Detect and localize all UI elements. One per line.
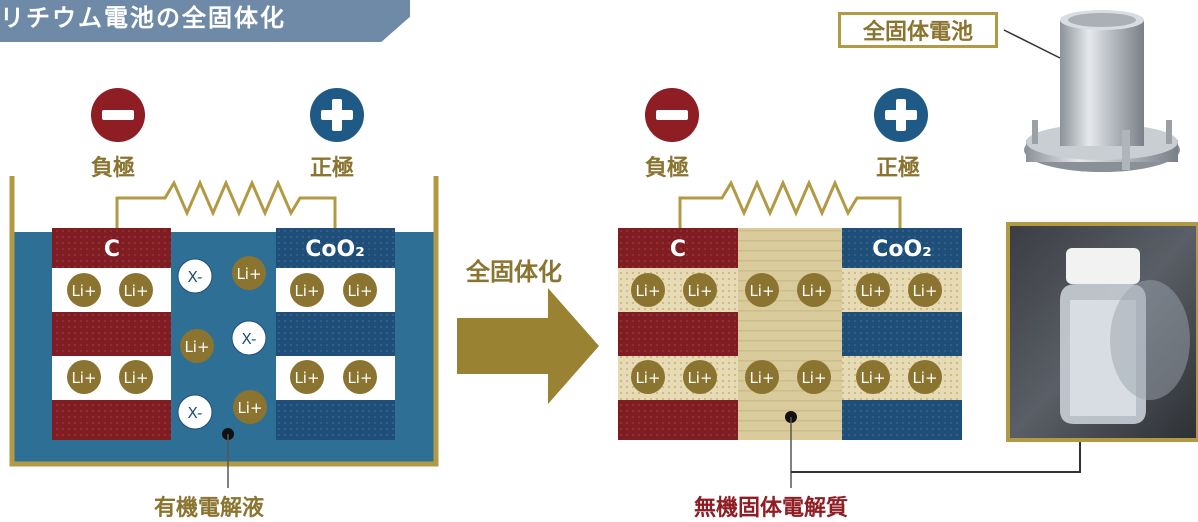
- lithium-ion: Li+: [343, 273, 377, 307]
- svg-text:Li+: Li+: [801, 369, 826, 387]
- lithium-ion: Li+: [119, 360, 153, 394]
- svg-text:Li+: Li+: [749, 369, 774, 387]
- svg-text:Li+: Li+: [347, 369, 372, 387]
- lithium-ion: Li+: [290, 360, 324, 394]
- anode-material-label: C: [104, 237, 120, 262]
- lithium-ion: Li+: [683, 273, 717, 307]
- svg-text:X-: X-: [242, 330, 257, 348]
- cathode-material-label: CoO₂: [305, 237, 365, 262]
- lithium-ion: Li+: [856, 273, 890, 307]
- external-circuit: [115, 179, 337, 228]
- svg-text:Li+: Li+: [71, 282, 96, 300]
- anode-label: 負極: [91, 156, 136, 181]
- svg-text:Li+: Li+: [687, 282, 712, 300]
- lithium-ion: Li+: [233, 390, 267, 424]
- ion-layer: Li+ Li+ Li+ Li+ Li+ Li+ Li+ Li+ Li+ Li+ Li+ X- X- X- L…: [67, 256, 942, 430]
- anode-label: 負極: [645, 156, 690, 181]
- lithium-ion: Li+: [908, 273, 942, 307]
- battery-pointer-line: [1003, 29, 1061, 59]
- svg-text:Li+: Li+: [749, 282, 774, 300]
- svg-text:Li+: Li+: [123, 282, 148, 300]
- svg-text:Li+: Li+: [184, 338, 209, 356]
- svg-text:Li+: Li+: [71, 369, 96, 387]
- lithium-ion: Li+: [797, 273, 831, 307]
- photo-connector-line: [791, 440, 1081, 473]
- svg-text:Li+: Li+: [237, 399, 262, 417]
- svg-text:X-: X-: [188, 404, 203, 422]
- page-title: リチウム電池の全固体化: [0, 4, 286, 32]
- lithium-ion: Li+: [908, 360, 942, 394]
- title-banner: [0, 0, 410, 42]
- cathode-label: 正極: [876, 156, 921, 181]
- plus-icon: [874, 88, 928, 142]
- liquid-electrolyte-label: 有機電解液: [154, 496, 265, 521]
- svg-text:X-: X-: [188, 268, 203, 286]
- anion: X-: [231, 320, 267, 356]
- beaker: [9, 176, 439, 467]
- svg-text:Li+: Li+: [912, 282, 937, 300]
- lithium-ion: Li+: [745, 360, 779, 394]
- svg-text:Li+: Li+: [236, 265, 261, 283]
- anode-material-label: C: [670, 237, 686, 262]
- svg-text:Li+: Li+: [687, 369, 712, 387]
- powder-bottle-photo: [1006, 222, 1198, 442]
- battery-photo: [1024, 10, 1180, 172]
- cathode-label: 正極: [310, 156, 355, 181]
- svg-text:Li+: Li+: [860, 282, 885, 300]
- cathode-material-label: CoO₂: [872, 237, 932, 262]
- minus-icon: [645, 88, 699, 142]
- svg-text:Li+: Li+: [860, 369, 885, 387]
- lithium-ion: Li+: [797, 360, 831, 394]
- lithium-ion: Li+: [856, 360, 890, 394]
- lithium-ion: Li+: [67, 273, 101, 307]
- lithium-ion: Li+: [290, 273, 324, 307]
- plus-icon: [310, 88, 364, 142]
- lithium-ion: Li+: [683, 360, 717, 394]
- lithium-ion: Li+: [343, 360, 377, 394]
- svg-text:Li+: Li+: [912, 369, 937, 387]
- minus-icon: [91, 88, 145, 142]
- lithium-ion: Li+: [180, 329, 214, 363]
- svg-text:Li+: Li+: [123, 369, 148, 387]
- cathode-electrode: [842, 228, 962, 440]
- battery-photo-label: 全固体電池: [838, 12, 998, 48]
- svg-text:Li+: Li+: [294, 282, 319, 300]
- lithium-ion: Li+: [631, 360, 665, 394]
- svg-text:Li+: Li+: [347, 282, 372, 300]
- svg-text:Li+: Li+: [294, 369, 319, 387]
- lithium-ion: Li+: [745, 273, 779, 307]
- external-circuit: [678, 179, 902, 228]
- anion: X-: [177, 394, 213, 430]
- arrow-right-icon: [457, 288, 599, 404]
- anion: X-: [177, 258, 213, 294]
- svg-text:Li+: Li+: [635, 369, 660, 387]
- lithium-ion: Li+: [232, 256, 266, 290]
- svg-text:Li+: Li+: [801, 282, 826, 300]
- lithium-ion: Li+: [631, 273, 665, 307]
- svg-text:Li+: Li+: [635, 282, 660, 300]
- lithium-ion: Li+: [67, 360, 101, 394]
- transition-label: 全固体化: [466, 258, 562, 286]
- solid-electrolyte-label: 無機固体電解質: [694, 496, 849, 521]
- lithium-ion: Li+: [119, 273, 153, 307]
